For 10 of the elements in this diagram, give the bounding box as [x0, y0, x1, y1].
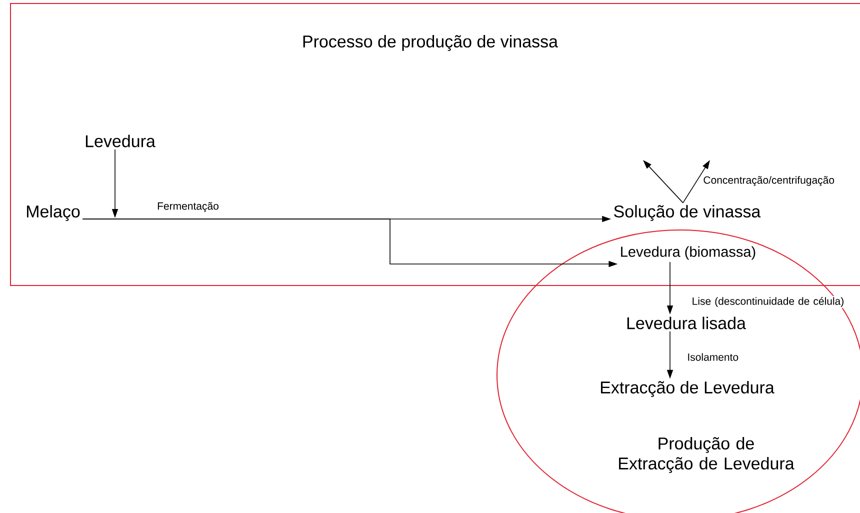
step-label: Levedura (biomassa) — [621, 246, 756, 260]
step-label: Melaço — [27, 205, 80, 221]
step-label: Levedura — [86, 134, 156, 148]
edge-label: Isolamento — [688, 353, 738, 361]
step-label: Extracção de Levedura — [600, 381, 774, 397]
edge-label: Lise (descontinuidade de célula) — [692, 297, 844, 307]
edge-label: Concentração/centrifugação — [704, 176, 834, 186]
step-label: Solução de vinassa — [614, 205, 761, 221]
edge-label: Fermentação — [158, 202, 218, 212]
step-label: Levedura lisada — [627, 316, 746, 330]
